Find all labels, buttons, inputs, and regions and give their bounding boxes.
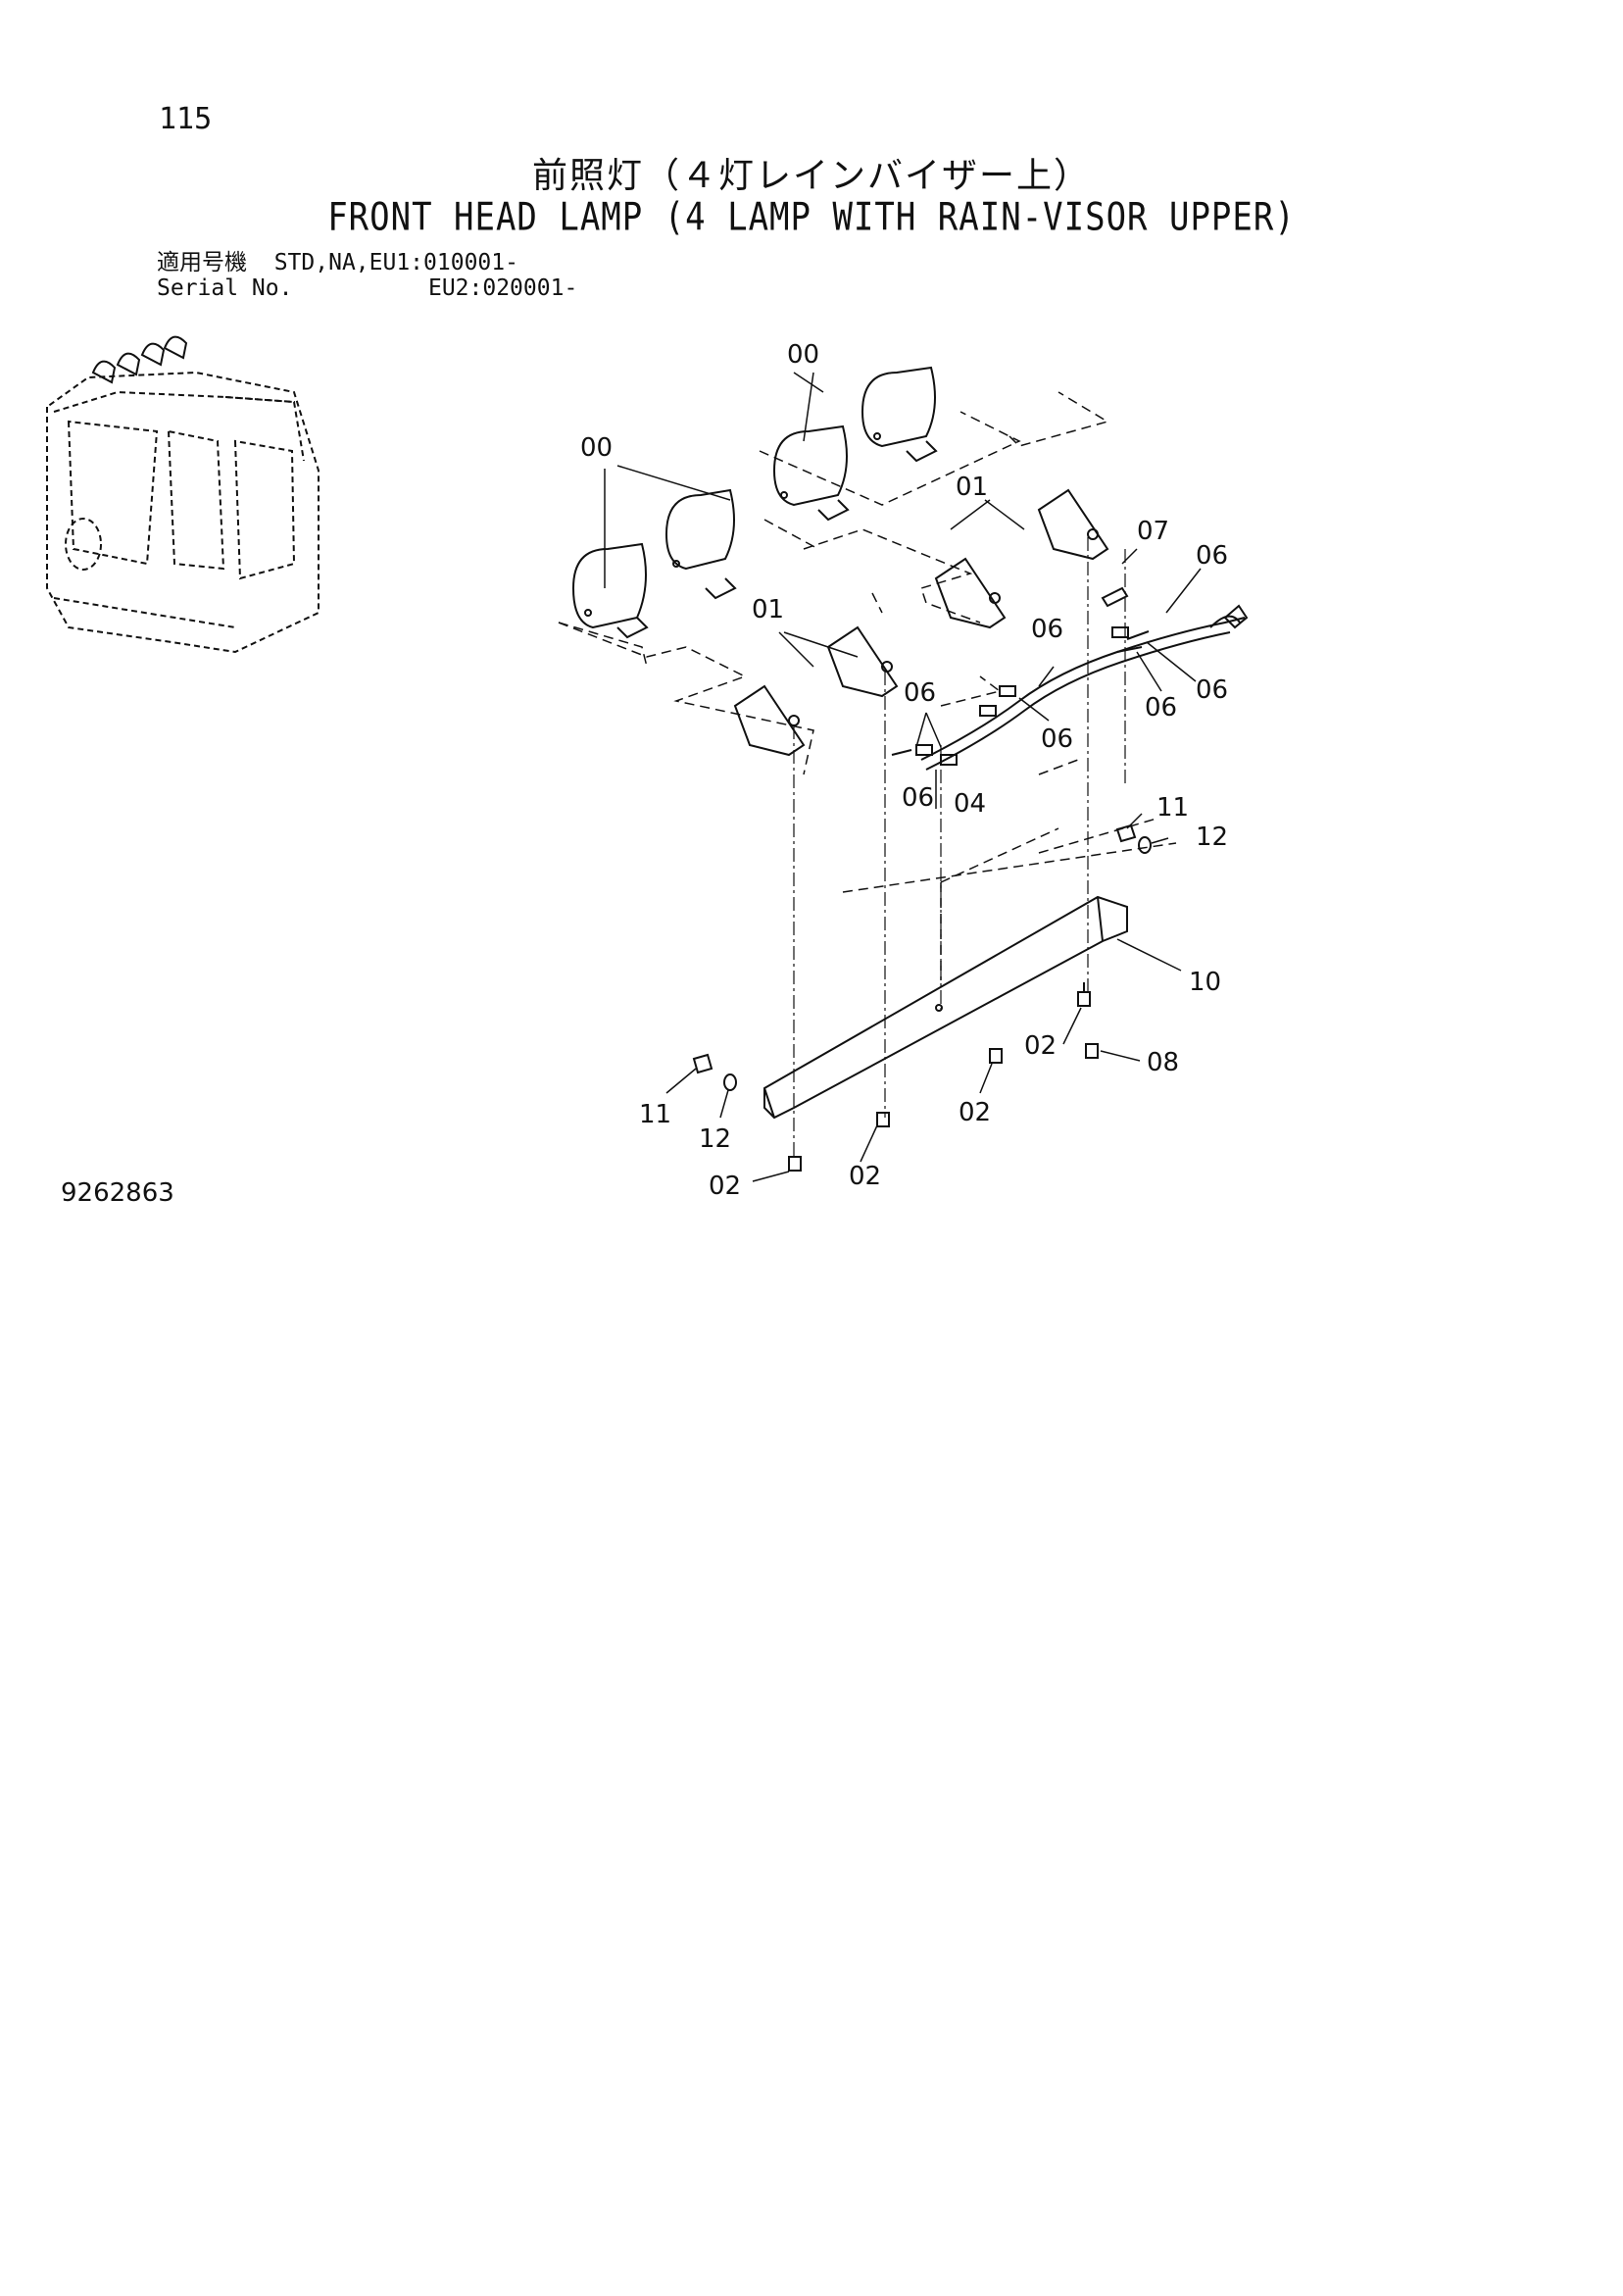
callout-00-top: 00 bbox=[787, 340, 819, 370]
serial-line-1: STD,NA,EU1:010001- bbox=[273, 250, 518, 275]
callout-06-g: 06 bbox=[902, 783, 934, 813]
callout-06-d: 06 bbox=[1145, 693, 1177, 723]
cab-lamps-thumbnail bbox=[91, 335, 188, 384]
bracket-part-01 bbox=[733, 488, 1109, 757]
callout-11-left: 11 bbox=[639, 1100, 671, 1129]
document-number: 9262863 bbox=[61, 1178, 174, 1208]
callout-06-f: 06 bbox=[904, 678, 936, 708]
callout-02-bar-right: 02 bbox=[1024, 1031, 1057, 1061]
callout-12-left: 12 bbox=[699, 1124, 731, 1154]
callout-06-a: 06 bbox=[1196, 541, 1228, 571]
serial-line-2: EU2:020001- bbox=[427, 275, 578, 301]
callout-04: 04 bbox=[954, 789, 986, 819]
callout-12-right: 12 bbox=[1196, 823, 1228, 852]
callout-07: 07 bbox=[1137, 517, 1169, 546]
callout-06-b: 06 bbox=[1031, 615, 1063, 644]
lamp-part-00 bbox=[571, 366, 938, 639]
callout-02-bottom-left: 02 bbox=[709, 1172, 741, 1201]
callout-08: 08 bbox=[1147, 1048, 1179, 1077]
callout-01-left: 01 bbox=[752, 595, 784, 624]
title-japanese: 前照灯（４灯レインバイザー上） bbox=[531, 156, 1091, 196]
centre-lines bbox=[793, 537, 1126, 1157]
wiring-harness-part-04 bbox=[891, 586, 1249, 771]
applicable-label: 適用号機 bbox=[157, 250, 247, 275]
callout-06-e: 06 bbox=[1041, 724, 1073, 754]
callout-06-c: 06 bbox=[1196, 675, 1228, 705]
serial-label: Serial No. bbox=[157, 275, 293, 301]
dashed-mounting-outlines bbox=[558, 391, 1177, 980]
title-english: FRONT HEAD LAMP (4 LAMP WITH RAIN-VISOR … bbox=[327, 195, 1296, 240]
callout-00-left: 00 bbox=[580, 433, 613, 463]
callout-11-right: 11 bbox=[1156, 793, 1189, 823]
callout-02-bottom-center: 02 bbox=[849, 1162, 881, 1191]
fasteners bbox=[692, 824, 1152, 1172]
callout-10: 10 bbox=[1189, 968, 1221, 997]
callout-01-right: 01 bbox=[956, 473, 988, 502]
callout-02-middle: 02 bbox=[959, 1098, 991, 1127]
mounting-bar-part-10 bbox=[763, 895, 1128, 1120]
cab-thumbnail bbox=[46, 371, 320, 654]
serial-block: 適用号機 STD,NA,EU1:010001- Serial No. EU2:0… bbox=[157, 250, 577, 301]
leader-lines bbox=[604, 372, 1202, 1182]
page-number: 115 bbox=[159, 102, 213, 136]
